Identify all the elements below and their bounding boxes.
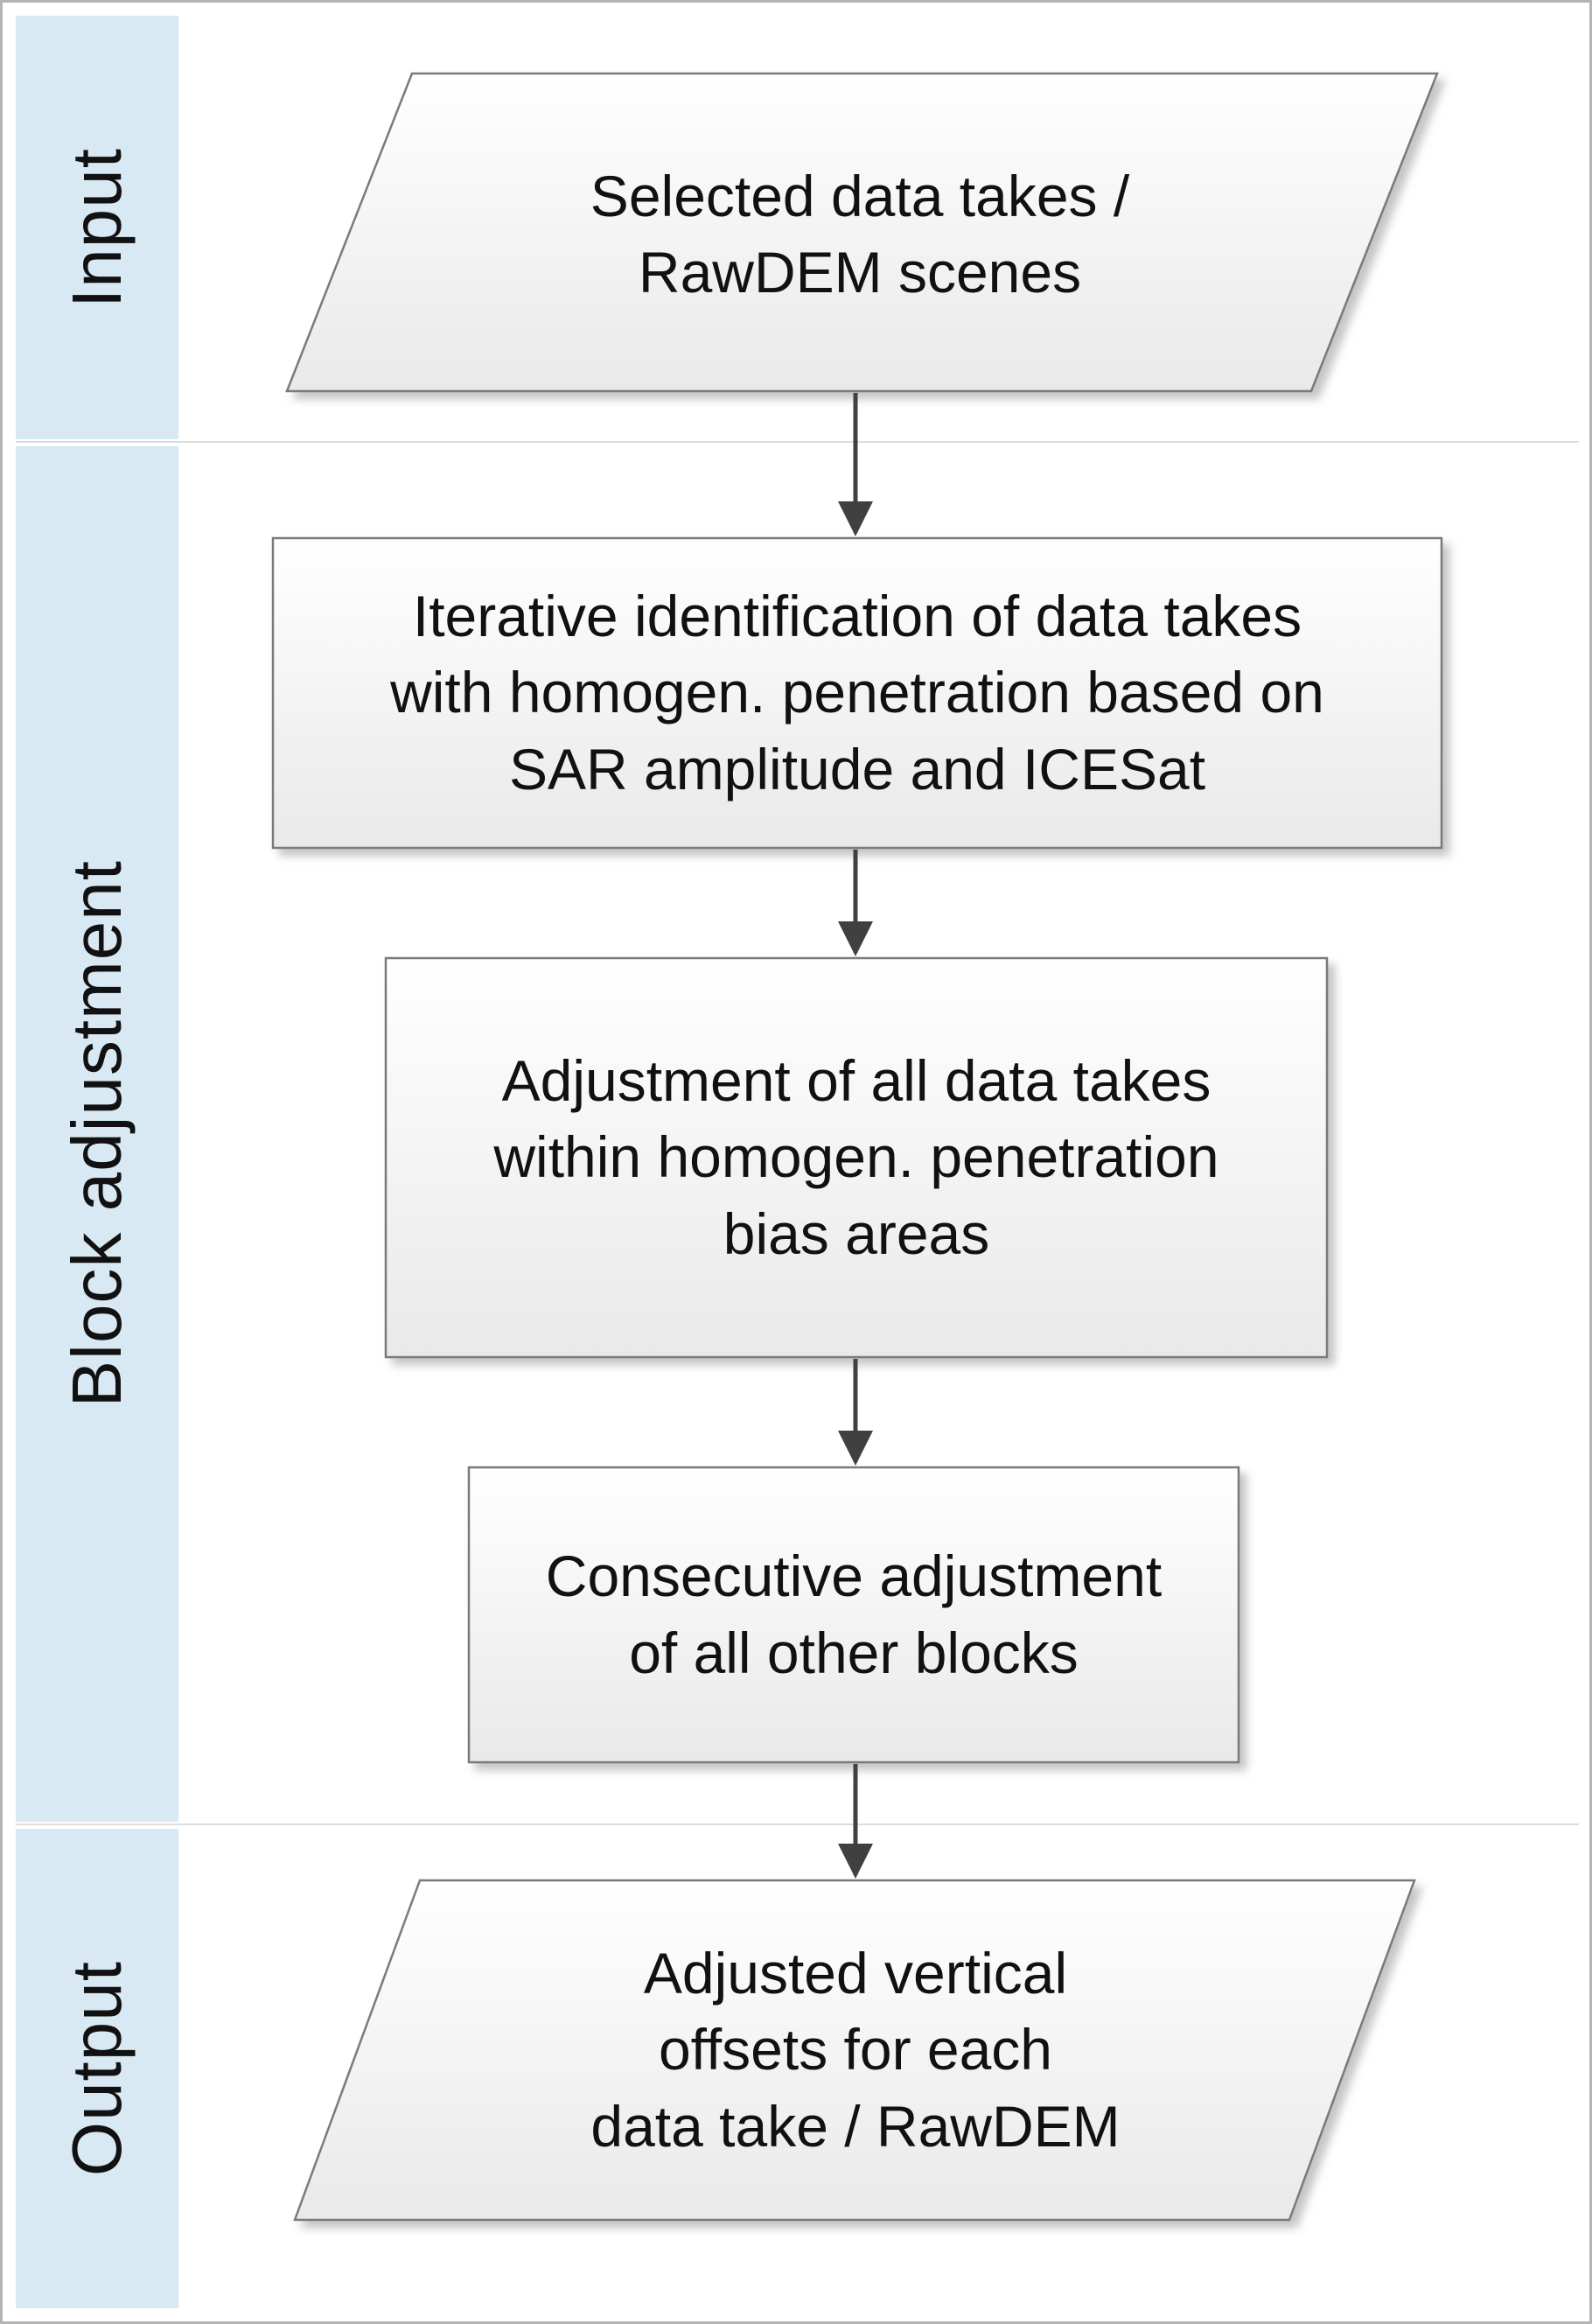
sidebar-band-output: Output [16, 1829, 178, 2308]
sidebar-band-input: Input [16, 16, 178, 439]
consecutive-adjustment-node-text: Consecutive adjustment of all other bloc… [469, 1467, 1239, 1762]
band-separator-input-block [16, 441, 1579, 443]
text-line: RawDEM scenes [638, 240, 1082, 304]
input-parallelogram [285, 72, 1439, 393]
sidebar-band-block-adjustment: Block adjustment [16, 446, 178, 1822]
text-line: of all other blocks [629, 1620, 1079, 1685]
process-box-iterative-identification [271, 536, 1443, 850]
iterative-identification-node-text: Iterative identification of data takes w… [273, 538, 1442, 848]
flowchart-canvas [271, 72, 1443, 2222]
input-node-text: Selected data takes / RawDEM scenes [344, 77, 1376, 392]
text-line: SAR amplitude and ICESat [508, 736, 1206, 802]
text-line: Adjusted vertical [643, 1941, 1068, 2006]
output-node-text: Adjusted vertical offsets for each data … [353, 1880, 1358, 2220]
output-parallelogram [293, 1879, 1416, 2222]
process-box-adjustment-homogen [384, 956, 1329, 1359]
band-separator-block-output [16, 1824, 1579, 1825]
text-line: bias areas [723, 1200, 990, 1266]
text-line: Selected data takes / [590, 163, 1130, 228]
text-line: offsets for each [658, 2017, 1053, 2082]
text-line: Adjustment of all data takes [501, 1048, 1211, 1114]
text-line: Consecutive adjustment [545, 1544, 1163, 1609]
text-line: data take / RawDEM [590, 2093, 1121, 2159]
text-line: with homogen. penetration based on [390, 660, 1324, 725]
text-line: Iterative identification of data takes [412, 584, 1302, 649]
process-box-consecutive-adjustment [467, 1466, 1240, 1764]
text-line: within homogen. penetration [493, 1124, 1219, 1190]
adjustment-homogen-node-text: Adjustment of all data takes within homo… [386, 958, 1327, 1357]
